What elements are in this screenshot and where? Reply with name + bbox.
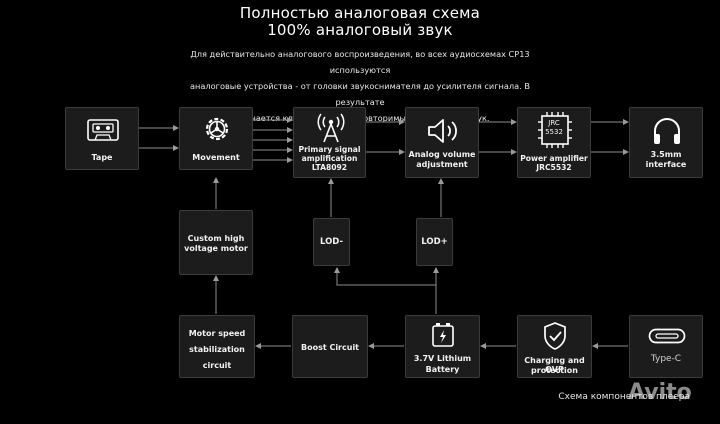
motor-label-1: Custom high [187, 234, 245, 243]
diagram-title: Полностью аналоговая схема [239, 4, 481, 22]
chip-text-2: 5532 [545, 128, 563, 136]
chip-icon [538, 112, 572, 148]
primary-label-2: amplification [301, 154, 358, 163]
charging-node: Charging and OVP protection [517, 315, 592, 378]
usb-c-icon [648, 328, 686, 344]
speed-label-3: circuit [202, 361, 232, 370]
diagram-subtitle: 100% аналоговый звук [267, 21, 453, 39]
charging-label-2: protection [531, 366, 578, 375]
interface-label-2: interface [645, 160, 687, 169]
tape-node: Tape [65, 107, 139, 170]
motor-speed-node: Motor speed stabilization circuit [179, 315, 255, 378]
power-amplifier-node: JRC 5532 Power amplifier JRC5532 [517, 107, 591, 178]
battery-node: 3.7V Lithium Battery [405, 315, 480, 378]
speed-label-1: Motor speed [188, 329, 246, 338]
speaker-icon [428, 119, 457, 143]
primary-amplification-node: Primary signal amplification LTA8092 [293, 107, 366, 178]
motor-node: Custom high voltage motor [179, 210, 253, 275]
movement-node: Movement [179, 107, 253, 170]
avito-watermark: Avito [628, 380, 692, 405]
boost-circuit-node: Boost Circuit [292, 315, 368, 378]
volume-label-1: Analog volume [408, 150, 476, 159]
cassette-icon [87, 119, 119, 141]
headphones-icon [654, 118, 680, 144]
power-label-1: Power amplifier [520, 154, 588, 163]
movement-label: Movement [192, 153, 240, 162]
type-c-node: Type-C [629, 315, 703, 378]
primary-label-1: Primary signal [298, 145, 361, 154]
charging-label-1: Charging and OVP [524, 356, 585, 374]
antenna-icon [317, 113, 345, 143]
description-line: Для действительно аналогового воспроизве… [190, 49, 530, 75]
lod-plus-node: LOD+ [416, 218, 453, 266]
motor-label-2: voltage motor [184, 244, 248, 253]
speed-label-2: stabilization [189, 345, 245, 354]
interface-node: 3.5mm interface [629, 107, 703, 178]
interface-label-1: 3.5mm [650, 150, 682, 159]
shield-check-icon [544, 322, 566, 350]
lod-plus-label: LOD+ [421, 237, 448, 247]
power-label-2: JRC5532 [536, 163, 572, 172]
chip-text-1: JRC [548, 119, 560, 127]
caption: Схема компонентов плеера [558, 392, 690, 402]
description-line: аналоговые устройства - от головки звуко… [190, 81, 530, 107]
gear-icon [205, 117, 229, 141]
lod-minus-label: LOD- [319, 237, 344, 247]
battery-label-2: Battery [425, 365, 460, 374]
tape-label: Tape [91, 153, 113, 162]
primary-label-3: LTA8092 [311, 163, 348, 172]
battery-icon [432, 323, 454, 347]
volume-label-2: adjustment [416, 160, 468, 169]
lod-minus-node: LOD- [313, 218, 350, 266]
battery-label-1: 3.7V Lithium [413, 354, 472, 363]
volume-node: Analog volume adjustment [405, 107, 479, 178]
boost-label: Boost Circuit [300, 343, 360, 352]
type-c-label: Type-C [650, 354, 682, 364]
